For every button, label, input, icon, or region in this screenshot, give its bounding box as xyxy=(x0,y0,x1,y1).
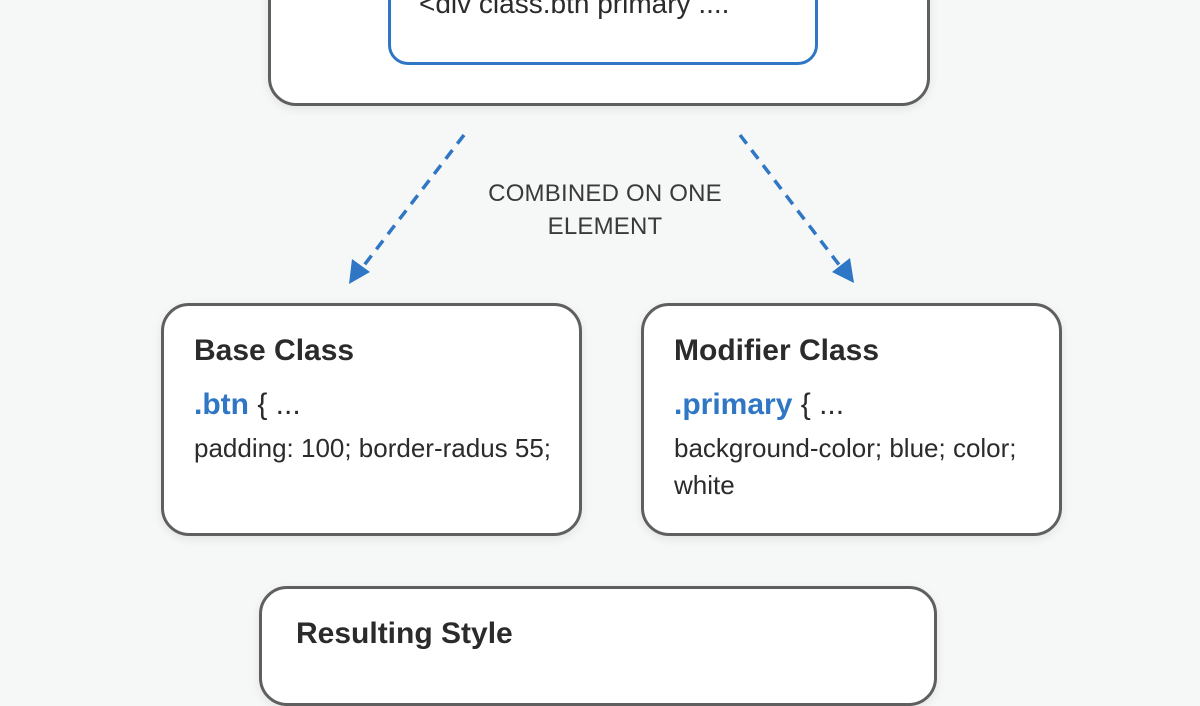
element-code-box: <div class.btn primary .... xyxy=(388,0,818,65)
base-class-declarations: padding: 100; border-radus 55; xyxy=(194,433,552,463)
element-code-text: <div class.btn primary .... xyxy=(419,0,730,19)
right-arrowhead xyxy=(832,258,854,283)
left-dashed-arrow-line xyxy=(360,133,466,270)
base-class-card: Base Class .btn { ... padding: 100; bord… xyxy=(161,303,582,536)
connector-label: COMBINED ON ONE ELEMENT xyxy=(455,177,755,243)
base-class-selector: .btn xyxy=(194,388,249,421)
base-class-brace: { ... xyxy=(248,388,301,421)
connector-label-line-1: COMBINED ON ONE xyxy=(488,180,722,207)
modifier-class-selector: .primary xyxy=(674,388,793,421)
modifier-class-brace: { ... xyxy=(792,388,845,421)
resulting-style-title: Resulting Style xyxy=(296,617,513,650)
connector-label-line-2: ELEMENT xyxy=(547,213,663,240)
connector-arrows xyxy=(349,133,854,284)
modifier-class-selector-line: .primary { ... xyxy=(674,388,844,422)
resulting-style-card: Resulting Style xyxy=(259,586,937,706)
modifier-class-declarations: background-color; blue; color; white xyxy=(674,433,1017,500)
base-class-title: Base Class xyxy=(194,334,355,367)
right-dashed-arrow-line xyxy=(738,133,842,268)
left-arrowhead xyxy=(349,259,370,284)
base-class-selector-line: .btn { ... xyxy=(194,388,301,422)
modifier-class-title: Modifier Class xyxy=(674,334,880,367)
modifier-class-card: Modifier Class .primary { ... background… xyxy=(641,303,1062,536)
html-element-box: <div class.btn primary .... xyxy=(268,0,930,106)
